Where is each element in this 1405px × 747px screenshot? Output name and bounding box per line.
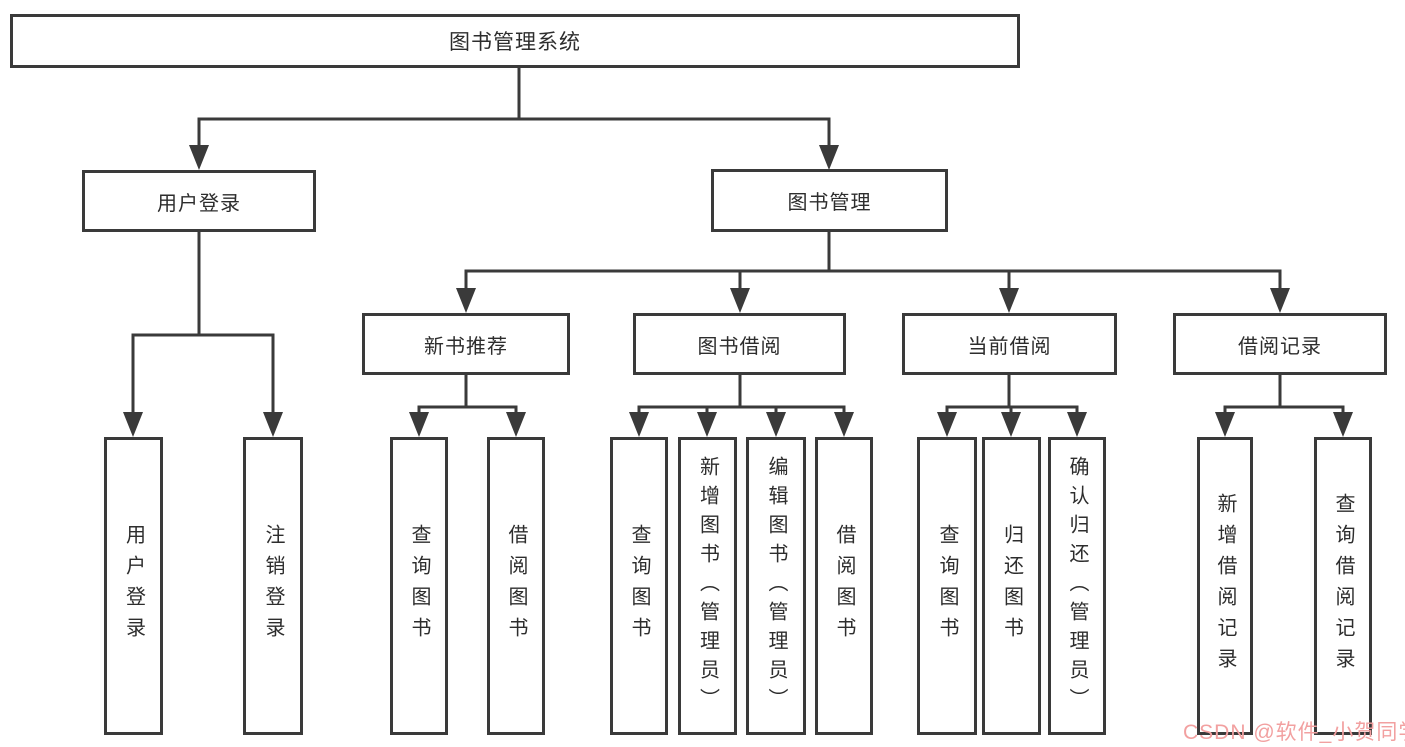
node-book-management: 图书管理 <box>711 169 948 232</box>
leaf-add-books-admin: 新增图书（管理员） <box>678 437 737 735</box>
node-book-borrowing: 图书借阅 <box>633 313 846 375</box>
leaf-query-books-current: 查询图书 <box>917 437 977 735</box>
node-label: 查询图书 <box>408 524 430 648</box>
leaf-query-books-borrowing: 查询图书 <box>610 437 668 735</box>
node-label: 归还图书 <box>1000 524 1023 648</box>
node-library-management-system: 图书管理系统 <box>10 14 1020 68</box>
node-new-book-recommendation: 新书推荐 <box>362 313 570 375</box>
node-borrowing-records: 借阅记录 <box>1173 313 1387 375</box>
node-label: 借阅记录 <box>1238 335 1322 358</box>
node-label: 查询图书 <box>628 524 650 648</box>
node-label: 确认归还（管理员） <box>1066 455 1088 717</box>
node-label: 用户登录 <box>122 524 145 648</box>
node-label: 图书借阅 <box>697 335 782 358</box>
node-label: 注销登录 <box>262 524 284 648</box>
node-label: 用户登录 <box>157 192 241 215</box>
node-label: 编辑图书（管理员） <box>765 455 787 717</box>
leaf-confirm-return-admin: 确认归还（管理员） <box>1048 437 1106 735</box>
leaf-logout-login: 注销登录 <box>243 437 303 735</box>
leaf-return-books: 归还图书 <box>982 437 1041 735</box>
leaf-add-borrow-record: 新增借阅记录 <box>1197 437 1253 735</box>
watermark-text: CSDN @软件_小贺同学 <box>1183 721 1405 744</box>
node-user-login: 用户登录 <box>82 170 316 232</box>
node-label: 新增借阅记录 <box>1214 493 1236 679</box>
leaf-user-login: 用户登录 <box>104 437 163 735</box>
leaf-query-borrow-record: 查询借阅记录 <box>1314 437 1372 735</box>
node-label: 查询图书 <box>936 524 958 648</box>
node-current-borrowing: 当前借阅 <box>902 313 1117 375</box>
node-label: 查询借阅记录 <box>1332 493 1354 679</box>
leaf-edit-books-admin: 编辑图书（管理员） <box>746 437 806 735</box>
node-label: 借阅图书 <box>833 524 855 648</box>
leaf-borrow-books-borrowing: 借阅图书 <box>815 437 873 735</box>
arrowheads <box>123 145 1353 437</box>
node-label: 当前借阅 <box>967 335 1052 358</box>
node-label: 图书管理系统 <box>449 31 581 54</box>
node-label: 新书推荐 <box>424 335 508 358</box>
node-label: 新增图书（管理员） <box>696 455 719 717</box>
node-label: 图书管理 <box>787 192 872 214</box>
node-label: 借阅图书 <box>505 524 527 648</box>
leaf-borrow-books-recommend: 借阅图书 <box>487 437 545 735</box>
leaf-query-books-recommend: 查询图书 <box>390 437 448 735</box>
